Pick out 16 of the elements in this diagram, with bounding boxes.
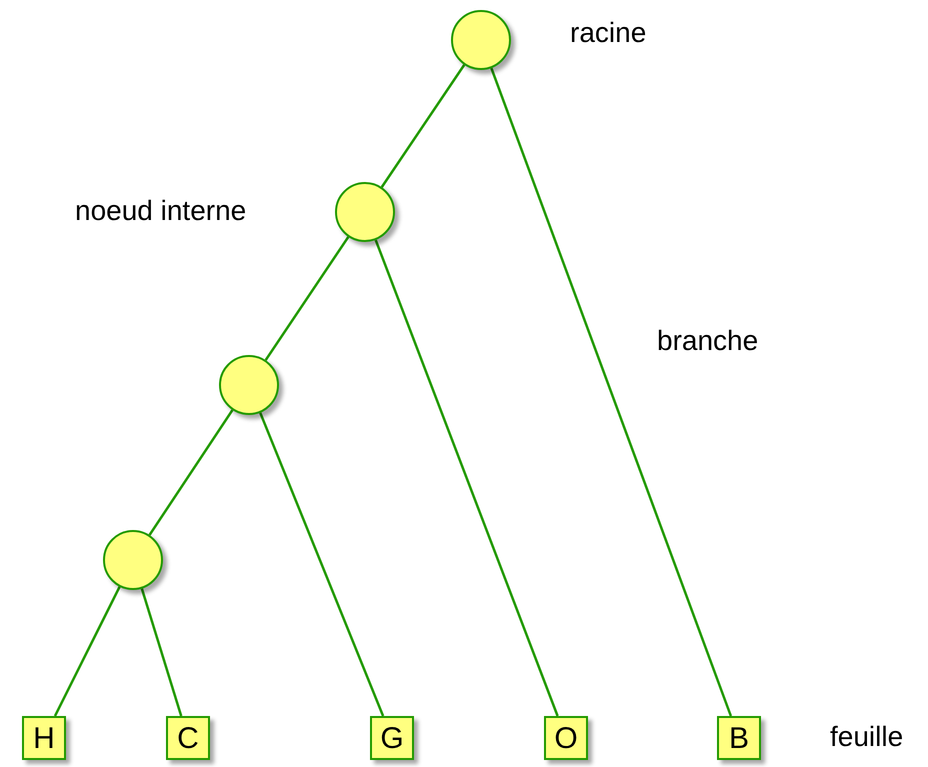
branch-line: [54, 586, 121, 717]
annotation-label: branche: [657, 324, 758, 358]
branch-line: [148, 409, 234, 536]
branch-line: [490, 68, 732, 716]
annotation-label: feuille: [830, 720, 904, 754]
node-caption: racine: [570, 16, 646, 50]
leaf-box: G: [370, 716, 414, 760]
leaf-box: B: [717, 716, 761, 760]
leaf-box: O: [544, 716, 588, 760]
branch-line: [374, 240, 559, 716]
branch-line: [140, 588, 182, 716]
leaf-box: H: [22, 716, 66, 760]
branch-line: [380, 64, 466, 188]
node-caption: noeud interne: [75, 194, 246, 228]
branch-line: [264, 236, 350, 361]
leaf-box: C: [166, 716, 210, 760]
